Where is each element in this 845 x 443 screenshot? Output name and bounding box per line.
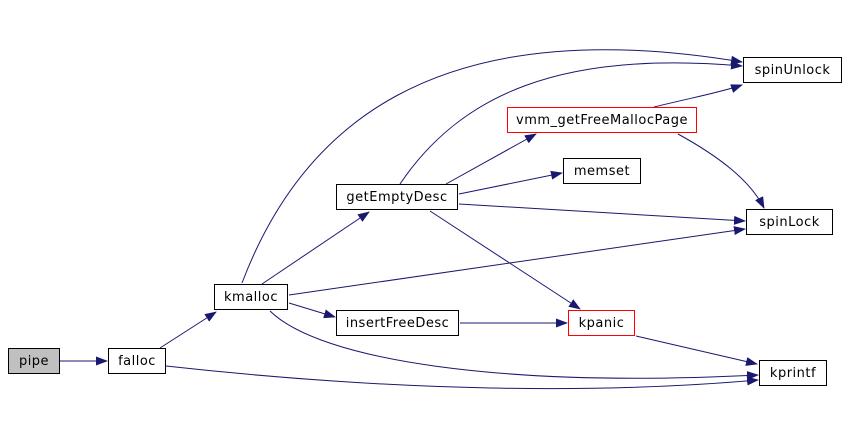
node-pipe: pipe	[8, 348, 60, 374]
edge-kmalloc-to-getEmptyDesc	[261, 211, 370, 285]
node-falloc[interactable]: falloc	[108, 348, 166, 374]
node-insertFreeDesc[interactable]: insertFreeDesc	[336, 310, 459, 336]
edge-getEmptyDesc-to-memset	[458, 170, 563, 195]
node-memset[interactable]: memset	[563, 158, 641, 184]
edge-kmalloc-to-kprintf	[269, 310, 759, 381]
node-getEmptyDesc[interactable]: getEmptyDesc	[336, 184, 458, 210]
edge-getEmptyDesc-to-kpanic	[429, 210, 581, 310]
edge-getEmptyDesc-to-vmm_getFreeMallocPage	[445, 133, 537, 185]
edge-getEmptyDesc-to-spinUnlock	[399, 60, 743, 185]
edge-falloc-to-kprintf	[165, 365, 759, 390]
edge-kmalloc-to-insertFreeDesc	[288, 302, 336, 319]
edge-falloc-to-kmalloc	[159, 311, 217, 349]
edge-kmalloc-to-spinUnlock	[241, 49, 743, 284]
edge-vmm_getFreeMallocPage-to-spinLock	[677, 133, 765, 209]
edge-kmalloc-to-spinLock	[288, 226, 746, 296]
node-kmalloc[interactable]: kmalloc	[214, 284, 288, 310]
node-spinUnlock[interactable]: spinUnlock	[743, 57, 842, 83]
node-spinLock[interactable]: spinLock	[746, 209, 833, 235]
node-vmm_getFreeMallocPage[interactable]: vmm_getFreeMallocPage	[507, 107, 697, 133]
node-kprintf[interactable]: kprintf	[759, 360, 827, 386]
edge-vmm_getFreeMallocPage-to-spinUnlock	[653, 84, 743, 108]
edge-getEmptyDesc-to-spinLock	[458, 203, 746, 225]
edge-kpanic-to-kprintf	[635, 335, 758, 366]
node-kpanic[interactable]: kpanic	[568, 310, 635, 336]
